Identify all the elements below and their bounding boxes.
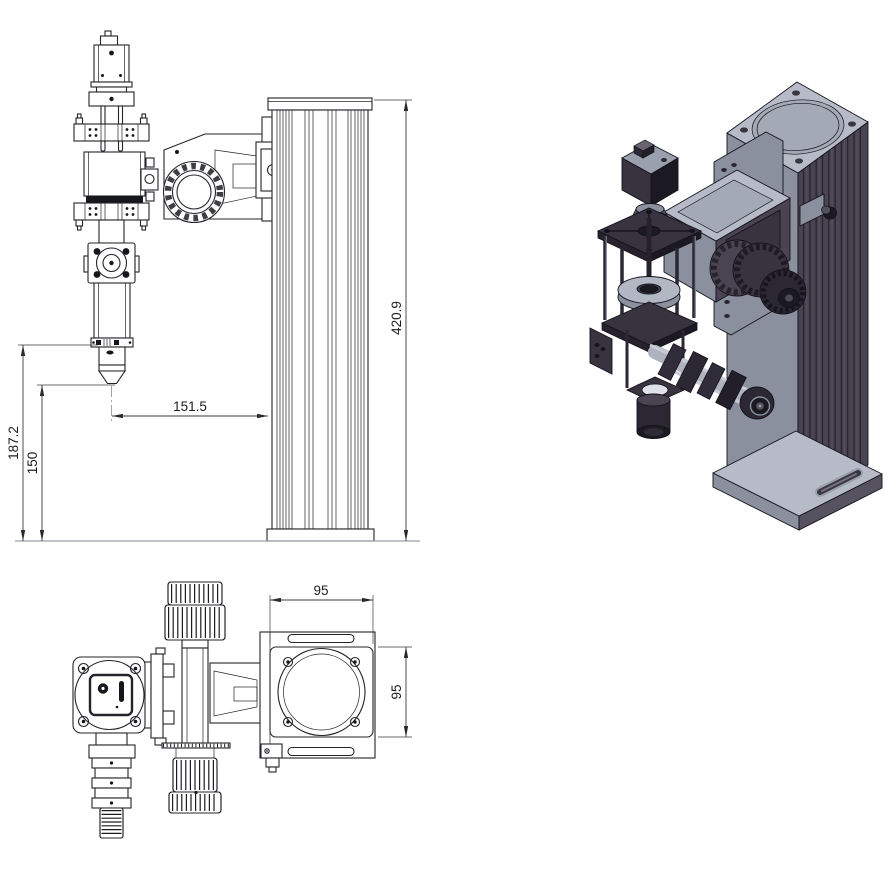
dim-column-width: 95 [269,583,374,644]
dim-text-column-width: 95 [313,583,328,598]
top-bracket [142,647,175,746]
column-extrusion-ribs [276,110,365,529]
dim-text-column-depth: 95 [389,684,404,699]
dim-column-depth: 95 [378,646,412,738]
column-base-plate [266,528,375,542]
top-nozzle-stack [88,732,136,839]
top-knob-upper [164,581,226,649]
iso-top-hole [795,158,803,164]
iso-top-hole [740,127,748,133]
iso-motor [621,139,679,207]
iso-top-hole [792,90,800,96]
dim-text-mount-height: 187.2 [6,426,21,460]
column [266,97,375,542]
iso-side-bracket [589,327,613,375]
nozzle [97,346,127,385]
dim-text-nozzle-offset: 151.5 [173,399,207,414]
iso-view [589,81,883,531]
lower-clamp [73,202,150,244]
top-gearbox-plate [259,631,376,773]
front-view: 420.9 151.5 187.2 150 [6,30,420,542]
top-camera-flange [72,656,146,734]
upper-clamp [73,113,150,152]
iso-base-slot [821,473,857,492]
top-plate-slot-lower [287,746,355,757]
dim-nozzle-offset: 151.5 [112,399,268,419]
locking-collar [90,337,134,348]
iso-top-hole [848,121,856,127]
dim-text-column-height: 420.9 [389,301,404,335]
stepper-motor [88,30,135,125]
iso-head-assembly [589,139,703,439]
top-knob-lower [161,742,231,814]
dim-column-height: 420.9 [374,99,412,541]
top-plate-slot-upper [287,633,355,644]
iso-bottom-cylinder [636,393,671,439]
iso-shaft-arm [648,343,775,420]
iso-hand-knob [709,239,807,315]
top-view: 95 95 [72,581,412,839]
dim-mount-height: 187.2 [6,344,98,541]
iso-base-plate [712,430,883,531]
top-flange-slot [119,681,124,702]
top-shaft-body [181,647,209,744]
lens-tube [93,282,131,339]
body-housing [83,151,146,203]
dim-text-tip-height: 150 [25,452,40,475]
top-arm [209,662,264,724]
square-flange [83,242,140,284]
dim-tip-height: 150 [25,384,115,541]
seal-band [86,196,143,203]
focus-knob [162,160,226,224]
